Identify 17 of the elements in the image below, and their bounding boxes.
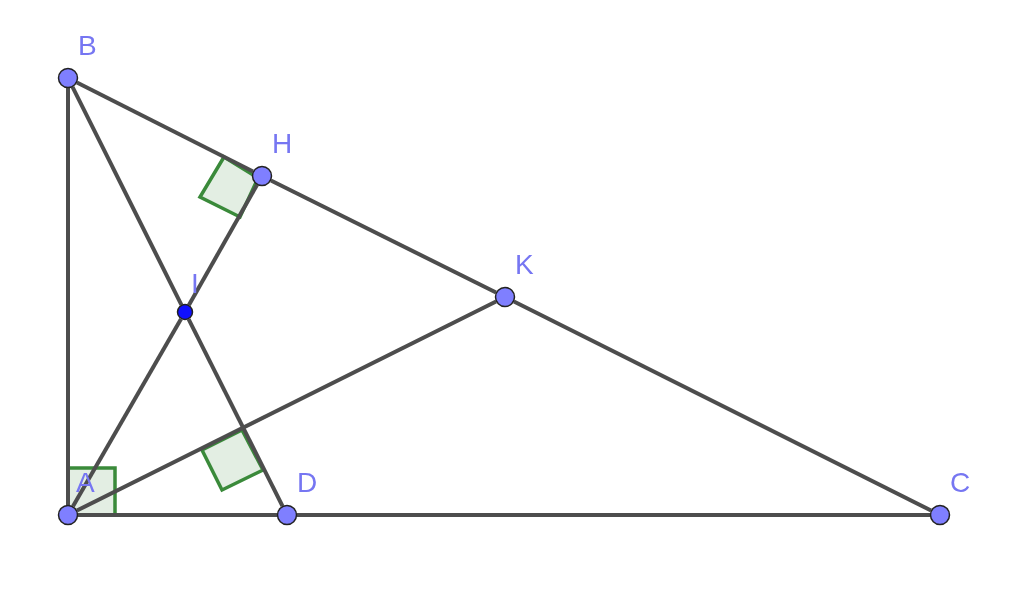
point-label: D	[297, 469, 318, 497]
point-label: H	[272, 130, 293, 158]
line-segment	[71, 317, 183, 508]
line-segment	[70, 86, 184, 306]
line-segment	[66, 88, 70, 505]
line-segment	[76, 299, 497, 513]
line-segment	[187, 183, 259, 307]
point-label: I	[191, 270, 199, 298]
point-label: B	[78, 32, 97, 60]
point-label: C	[950, 469, 971, 497]
point-label: K	[515, 251, 534, 279]
line-segment	[270, 178, 497, 295]
line-segment	[78, 513, 277, 517]
line-segment	[76, 80, 254, 174]
line-segment	[186, 318, 285, 507]
line-segment	[297, 513, 930, 517]
line-segment	[513, 299, 932, 513]
